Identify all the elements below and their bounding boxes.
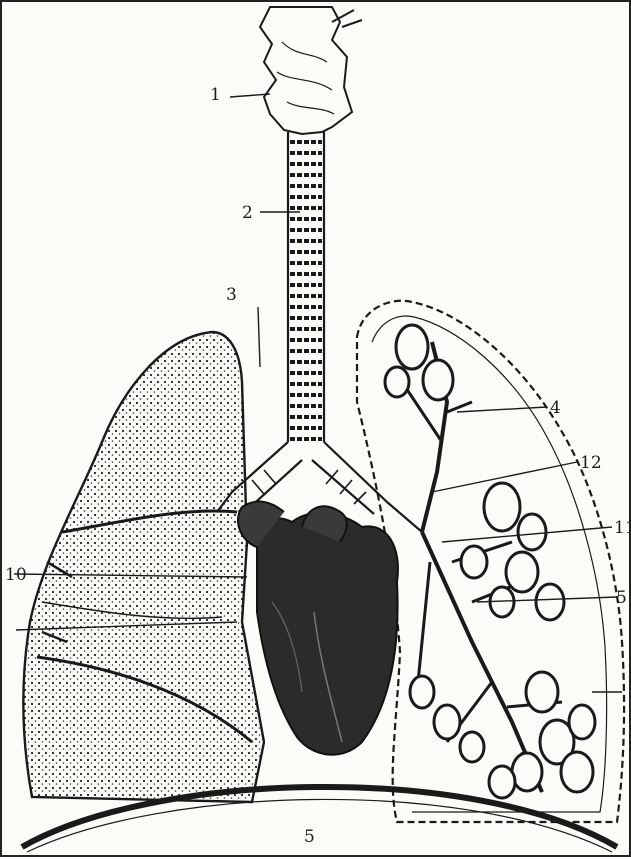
label-10: 10	[5, 565, 27, 585]
label-1: 1	[210, 85, 221, 105]
label-3: 3	[226, 285, 237, 305]
label-bottom: 5	[304, 827, 315, 847]
alveolus	[434, 705, 460, 739]
heart	[238, 502, 398, 755]
label-4: 4	[550, 398, 561, 418]
alveolus	[561, 752, 593, 792]
label-5: 5	[616, 588, 627, 608]
alveolus	[506, 552, 538, 592]
alveolus	[460, 732, 484, 762]
alveolus	[536, 584, 564, 620]
alveolus	[410, 676, 434, 708]
alveolus	[526, 672, 558, 712]
right-lung	[23, 332, 264, 802]
alveolus	[512, 753, 542, 791]
alveolus	[385, 367, 409, 397]
label-2: 2	[242, 203, 253, 223]
alveolus	[489, 766, 515, 798]
alveolus	[396, 325, 428, 369]
alveolus	[484, 483, 520, 531]
trachea	[288, 132, 324, 442]
larynx	[260, 7, 362, 134]
label-12: 12	[580, 453, 602, 473]
alveolus	[423, 360, 453, 400]
alveoli	[385, 325, 595, 798]
alveolus	[518, 514, 546, 550]
alveolus	[461, 546, 487, 578]
label-11: 11	[614, 518, 631, 538]
alveolus	[569, 705, 595, 739]
